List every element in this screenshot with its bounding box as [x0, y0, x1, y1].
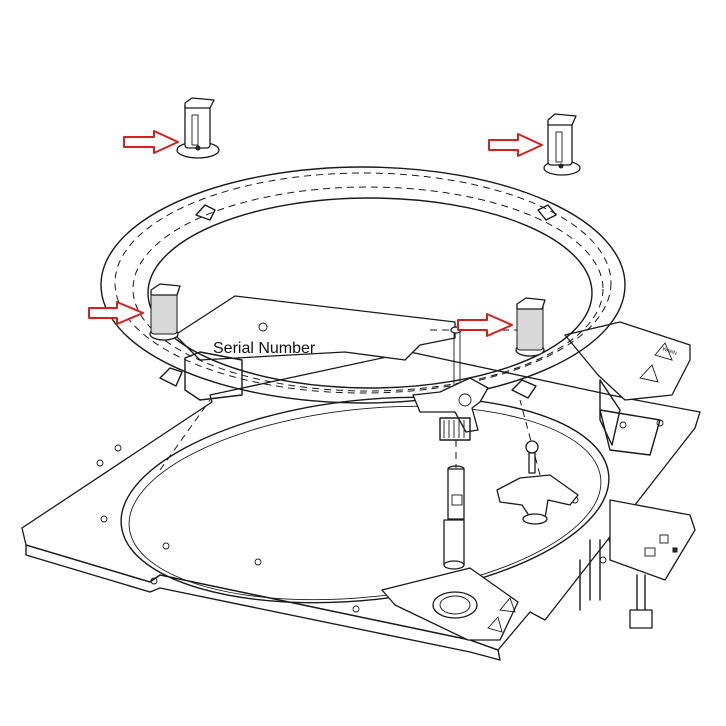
knob-tool-center — [412, 326, 489, 441]
bottom-label-plate — [381, 567, 519, 641]
large-ring — [100, 166, 626, 404]
knob-tool-right — [496, 440, 579, 525]
base-plate — [21, 351, 701, 661]
circuit-board — [579, 499, 696, 629]
arrow-right-icon — [457, 313, 513, 337]
spindle — [443, 440, 465, 570]
arrow-right-icon — [123, 130, 179, 154]
callout-arrow-ring-left — [88, 301, 144, 325]
clip-ring-right — [515, 297, 546, 357]
arrow-right-icon — [488, 133, 543, 157]
callout-arrow-top-left — [123, 130, 179, 154]
clip-ring-left — [149, 283, 181, 341]
clip-top-left — [176, 97, 220, 159]
upper-plate: Serial Number — [174, 295, 456, 401]
right-warning-tab: WARN — [564, 321, 691, 456]
callout-arrow-ring-right — [457, 313, 513, 337]
serial-number-label: Serial Number — [213, 340, 316, 357]
arrow-right-icon — [88, 301, 144, 325]
dashed-guides — [159, 329, 541, 476]
svg-text:WARN: WARN — [661, 346, 678, 357]
clip-top-right — [543, 113, 581, 176]
callout-arrow-top-right — [488, 133, 543, 157]
